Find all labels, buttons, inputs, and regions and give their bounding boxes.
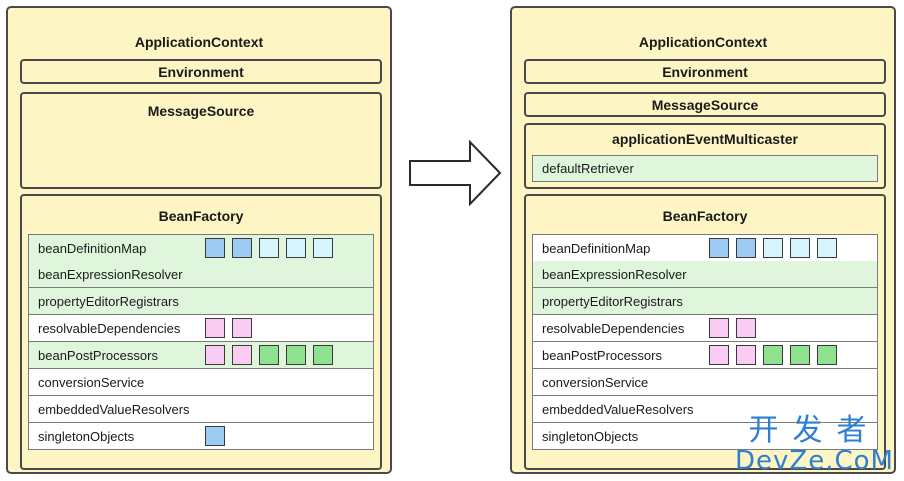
bean-factory-row: resolvableDependencies xyxy=(532,315,878,342)
bean-factory-row-label: embeddedValueResolvers xyxy=(38,401,190,417)
bean-factory-row-label: beanDefinitionMap xyxy=(38,240,147,256)
bean-factory-row-label: beanExpressionResolver xyxy=(38,266,183,282)
bean-factory-row: conversionService xyxy=(28,369,374,396)
bean-square-cyan xyxy=(790,238,810,258)
bean-factory-row: beanPostProcessors xyxy=(28,342,374,369)
right-environment-label: Environment xyxy=(662,63,748,80)
bean-square-cyan xyxy=(259,238,279,258)
right-message-source-label: MessageSource xyxy=(651,96,759,113)
bean-square-pink xyxy=(736,345,756,365)
left-message-source-box: MessageSource xyxy=(20,92,382,189)
bean-factory-row: embeddedValueResolvers xyxy=(28,396,374,423)
bean-square-cyan xyxy=(313,238,333,258)
right-event-multicaster-title: applicationEventMulticaster xyxy=(612,131,798,147)
bean-square-pink xyxy=(232,345,252,365)
watermark-line2: DevZe.CoM xyxy=(735,446,894,476)
bean-factory-row-label: beanPostProcessors xyxy=(542,347,662,363)
bean-factory-row-label: beanExpressionResolver xyxy=(542,266,687,282)
bean-factory-row: propertyEditorRegistrars xyxy=(532,288,878,315)
bean-factory-row-label: beanPostProcessors xyxy=(38,347,158,363)
bean-factory-row: singletonObjects xyxy=(532,423,878,450)
bean-square-pink xyxy=(232,318,252,338)
bean-factory-row-label: resolvableDependencies xyxy=(542,320,685,336)
left-bean-factory-title: BeanFactory xyxy=(158,208,244,224)
bean-square-green xyxy=(763,345,783,365)
bean-square-green xyxy=(259,345,279,365)
watermark-line1: 开发者 xyxy=(748,413,881,448)
bean-factory-row-label: propertyEditorRegistrars xyxy=(38,293,179,309)
bean-square-pink xyxy=(205,318,225,338)
bean-square-green xyxy=(286,345,306,365)
left-application-context: ApplicationContext Environment MessageSo… xyxy=(6,6,392,474)
bean-square-pink xyxy=(205,345,225,365)
bean-square-green xyxy=(790,345,810,365)
bean-factory-row: beanPostProcessors xyxy=(532,342,878,369)
right-environment-box: Environment xyxy=(524,59,886,84)
bean-square-cyan xyxy=(817,238,837,258)
right-application-context-title: ApplicationContext xyxy=(638,34,768,50)
bean-square-pink xyxy=(736,318,756,338)
bean-factory-row: conversionService xyxy=(532,369,878,396)
bean-square-pink xyxy=(709,318,729,338)
bean-factory-row: beanExpressionResolver xyxy=(532,261,878,288)
bean-square-pink xyxy=(709,345,729,365)
bean-square-cyan xyxy=(763,238,783,258)
bean-factory-row-label: embeddedValueResolvers xyxy=(542,401,694,417)
bean-square-blue xyxy=(736,238,756,258)
bean-factory-row-label: resolvableDependencies xyxy=(38,320,181,336)
left-message-source-label: MessageSource xyxy=(147,103,255,119)
right-message-source-box: MessageSource xyxy=(524,92,886,117)
bean-square-green xyxy=(313,345,333,365)
right-event-multicaster-box: applicationEventMulticaster defaultRetri… xyxy=(524,123,886,189)
left-application-context-title: ApplicationContext xyxy=(134,34,264,50)
bean-factory-row: resolvableDependencies xyxy=(28,315,374,342)
bean-square-cyan xyxy=(286,238,306,258)
right-bean-factory-box: BeanFactory beanDefinitionMap beanExpress… xyxy=(524,194,886,470)
bean-factory-row-label: conversionService xyxy=(542,374,649,390)
left-environment-box: Environment xyxy=(20,59,382,84)
devze-watermark-logo: 开发者 DevZe.CoM xyxy=(735,413,894,476)
bean-factory-row-label: singletonObjects xyxy=(542,428,639,444)
bean-square-blue xyxy=(232,238,252,258)
bean-factory-row: propertyEditorRegistrars xyxy=(28,288,374,315)
bean-factory-row: beanDefinitionMap xyxy=(28,234,374,262)
bean-square-blue xyxy=(709,238,729,258)
bean-factory-row-label: singletonObjects xyxy=(38,428,135,444)
default-retriever-label: defaultRetriever xyxy=(542,161,634,176)
right-application-context: ApplicationContext Environment MessageSo… xyxy=(510,6,896,474)
bean-factory-row: beanExpressionResolver xyxy=(28,261,374,288)
bean-square-green xyxy=(817,345,837,365)
bean-factory-row: singletonObjects xyxy=(28,423,374,450)
bean-factory-row-label: beanDefinitionMap xyxy=(542,240,651,256)
left-bean-factory-box: BeanFactory beanDefinitionMap beanExpress… xyxy=(20,194,382,470)
right-bean-factory-title: BeanFactory xyxy=(662,208,748,224)
bean-factory-row-label: propertyEditorRegistrars xyxy=(542,293,683,309)
left-environment-label: Environment xyxy=(158,63,244,80)
bean-factory-row-label: conversionService xyxy=(38,374,145,390)
default-retriever-row: defaultRetriever xyxy=(532,155,878,182)
bean-square-blue xyxy=(205,426,225,446)
transition-arrow-icon xyxy=(409,140,502,206)
bean-factory-row: beanDefinitionMap xyxy=(532,234,878,262)
bean-square-blue xyxy=(205,238,225,258)
bean-factory-row: embeddedValueResolvers xyxy=(532,396,878,423)
